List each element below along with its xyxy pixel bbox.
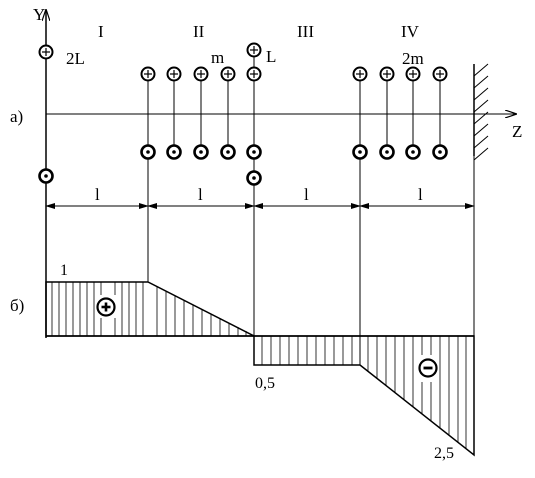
plus-sign-icon [96,297,116,317]
conductor-out-icon [246,170,262,186]
section-label-2: II [193,22,205,41]
conductor-out-icon [246,144,262,160]
dimension-label-1: l [95,185,100,204]
part-b-label: б) [10,296,24,315]
conductor-in-icon [432,66,448,82]
conductor-in-icon [405,66,421,82]
conductor-out-icon [220,144,236,160]
conductor-out-icon [405,144,421,160]
conductor-in-icon [166,66,182,82]
section-label-3: III [297,22,314,41]
minus-sign-icon [418,358,438,378]
conductor-in-icon [38,44,54,60]
part-a-label: а) [10,107,23,126]
conductor-out-icon [432,144,448,160]
section-label-1: I [98,22,104,41]
label-2m: 2m [402,49,424,68]
conductor-out-icon [140,144,156,160]
conductor-in-icon [379,66,395,82]
conductor-in-icon [220,66,236,82]
conductor-in-icon [193,66,209,82]
extension-lines [147,156,475,365]
conductor-in-icon [246,66,262,82]
value-label-2-5: 2,5 [434,445,454,462]
conductor-out-icon [193,144,209,160]
label-2L: 2L [66,49,85,68]
diagram-outline [45,281,475,457]
conductor-in-icon [352,66,368,82]
conductor-links [45,50,441,178]
dimension-label-4: l [418,185,423,204]
conductor-in-icon [140,66,156,82]
conductor-out-icon [166,144,182,160]
dimension-label-3: l [304,185,309,204]
conductor-out-icon [352,144,368,160]
value-label-0-5: 0,5 [255,375,275,392]
z-axis-label: Z [512,122,522,141]
value-label-1: 1 [60,262,68,279]
conductor-out-icon [379,144,395,160]
y-axis-label: Y [33,5,45,24]
wall-support-icon [473,63,489,161]
dimension-label-2: l [198,185,203,204]
conductor-out-icon [38,168,54,184]
conductor-in-icon [246,42,262,58]
section-label-4: IV [401,22,420,41]
label-m: m [211,48,224,67]
label-L: L [266,47,276,66]
diagram-hatching [51,282,467,448]
